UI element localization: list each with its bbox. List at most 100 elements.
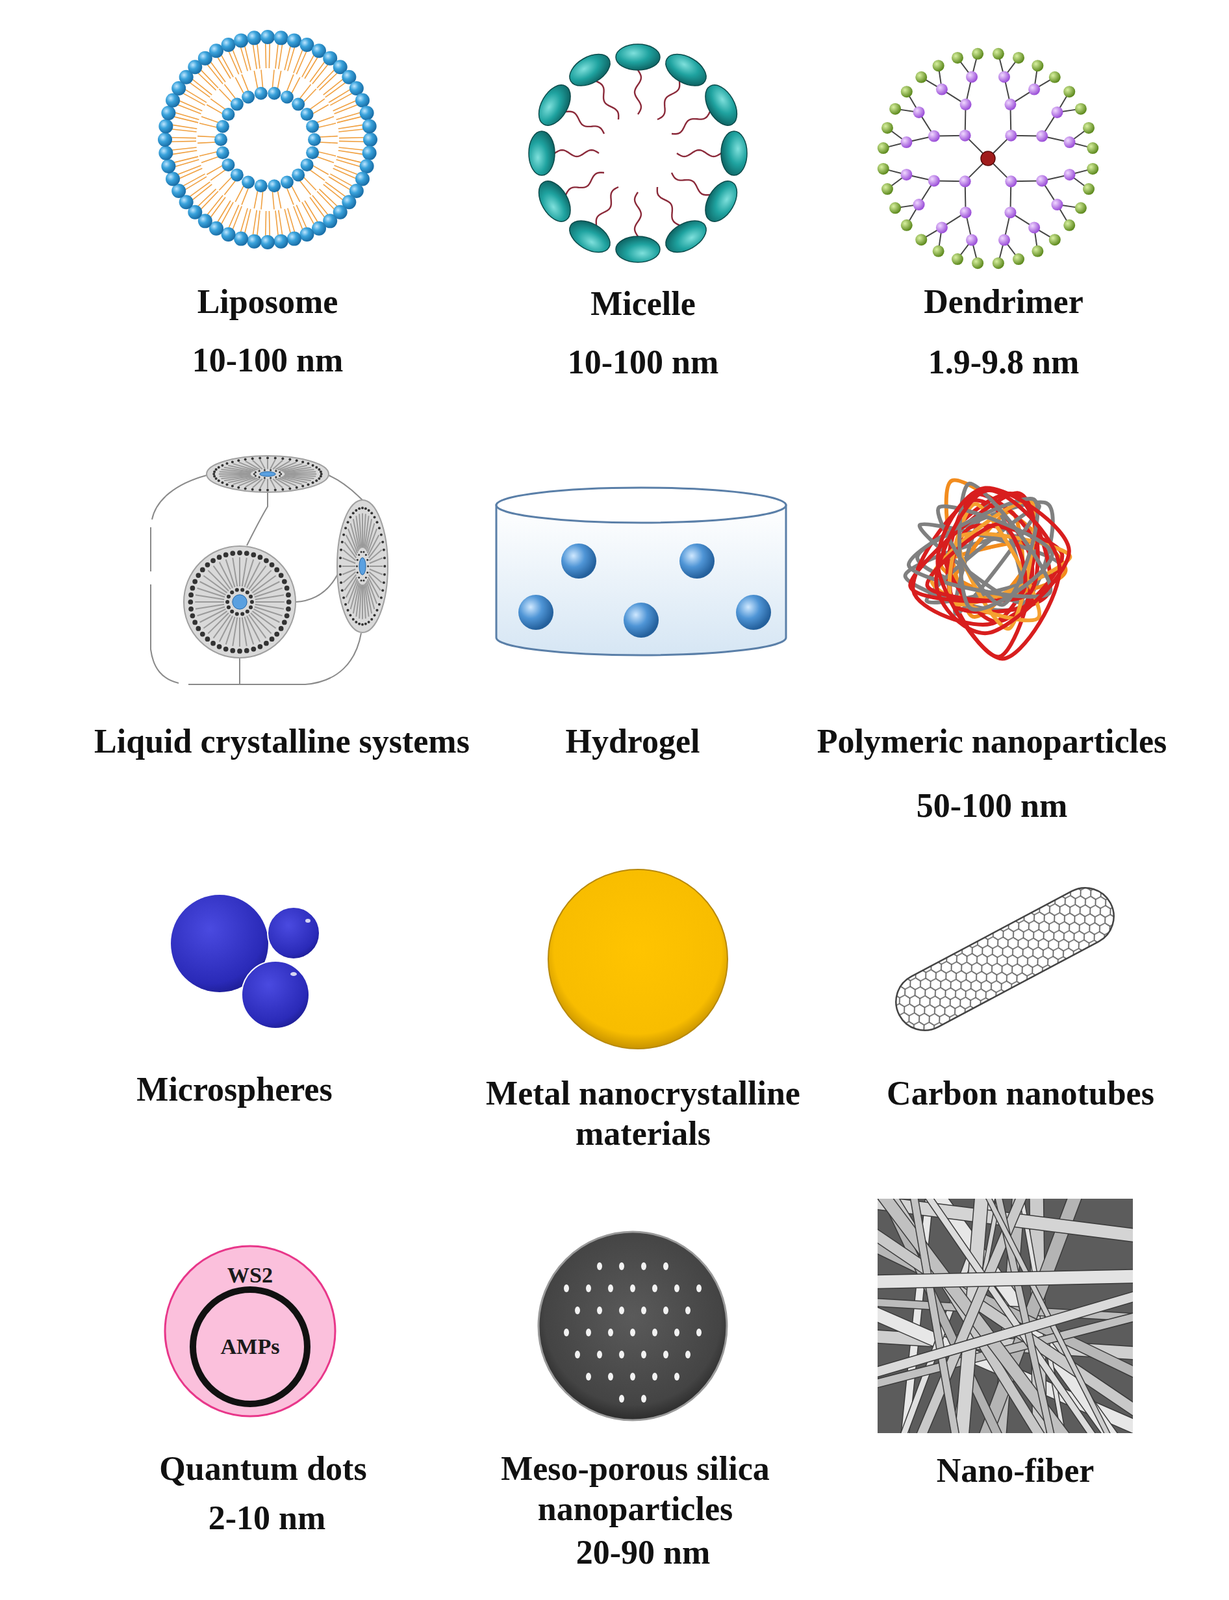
lipid-head [221, 37, 236, 52]
fiber-edge [877, 1295, 1133, 1374]
lipid-tail [200, 69, 219, 89]
lipid-tail [170, 140, 197, 143]
lipid-head [246, 30, 262, 45]
lipid-head [287, 33, 302, 48]
lipid-head [274, 234, 289, 249]
terminal-group [1031, 245, 1044, 258]
lc-head [200, 632, 206, 638]
polymer-figure [904, 480, 1070, 659]
item-label: 20-90 nm [576, 1533, 711, 1574]
branch-node [936, 83, 948, 96]
terminal-group [1086, 163, 1099, 175]
lc-chain [284, 471, 316, 473]
lc-head [253, 473, 256, 476]
pore [619, 1262, 625, 1271]
lc-head [339, 556, 342, 560]
pore [619, 1351, 625, 1359]
fiber [985, 1199, 1111, 1434]
lc-chain [342, 565, 356, 568]
lipid-tail [235, 77, 244, 94]
lipid-tail [278, 210, 283, 237]
fiber [877, 1295, 1133, 1374]
terminal-group [932, 59, 945, 72]
lc-head [339, 573, 342, 577]
lc-head [278, 572, 284, 579]
lipid-tail [278, 43, 283, 70]
terminal-group [1049, 71, 1061, 84]
lc-head [381, 589, 384, 592]
terminal-group [971, 48, 984, 60]
lipid-tail [336, 159, 362, 167]
lc-head [263, 477, 266, 480]
branch-node [936, 221, 948, 234]
terminal-group [915, 71, 927, 84]
pore [619, 1395, 625, 1404]
lipid-tail [338, 147, 365, 151]
pore [652, 1329, 658, 1337]
hydrogel-top [496, 487, 786, 523]
hydrogel-figure [496, 487, 786, 656]
lipid-tail [209, 61, 226, 82]
terminal-group [1049, 233, 1061, 246]
pore [563, 1329, 570, 1337]
terminal-group [915, 233, 927, 246]
lc-head [274, 567, 280, 573]
lipid-tail [318, 152, 336, 157]
lc-head [257, 644, 264, 650]
lc-head [301, 460, 305, 464]
lc-outline [152, 475, 207, 520]
lc-head [210, 641, 216, 647]
lc-head [284, 585, 290, 592]
lipid-head [291, 168, 305, 182]
lipid-tail [275, 210, 279, 237]
lipid-tail [244, 209, 251, 235]
lipid-tail [338, 124, 365, 129]
lc-head [307, 483, 310, 486]
lipid-head [241, 90, 255, 104]
item-label: Carbon nanotubes [886, 1073, 1155, 1115]
lipid-tail [174, 112, 199, 120]
lc-head [378, 603, 381, 607]
branch-node [1036, 174, 1048, 187]
lipid-tail [312, 104, 329, 114]
lc-head [307, 462, 310, 466]
lipid-head [157, 132, 173, 147]
lipid-tail [323, 184, 344, 201]
surfactant-tail [657, 187, 680, 226]
terminal-group [1082, 122, 1095, 134]
lc-head [195, 626, 201, 632]
drug-sphere [623, 602, 659, 638]
lipid-head [230, 168, 244, 182]
lc-chain [369, 557, 383, 564]
lc-head [250, 600, 254, 605]
lipid-tail [206, 165, 223, 175]
branch-node [1064, 168, 1076, 181]
surfactant-head [564, 48, 616, 93]
branch-node [913, 106, 925, 119]
lc-head [217, 466, 221, 469]
lc-head [215, 468, 218, 471]
lipid-tail [277, 70, 281, 89]
lc-head [366, 571, 369, 574]
lc-head [367, 620, 371, 624]
lipid-tail [287, 208, 295, 234]
lipid-tail [287, 46, 295, 71]
lc-chain [361, 585, 364, 620]
item-label: 10-100 nm [192, 340, 344, 381]
branch-node [1051, 106, 1063, 119]
surfactant-tail [565, 111, 605, 134]
pore [574, 1306, 581, 1315]
lc-chain [255, 595, 284, 600]
lc-head [240, 611, 245, 616]
lc-head [339, 581, 343, 584]
lc-head [380, 596, 383, 600]
lipid-tail [172, 116, 199, 123]
lipid-tail [189, 181, 210, 198]
terminal-group [881, 183, 894, 195]
lc-head [288, 487, 292, 490]
lc-head [352, 618, 355, 621]
fibers [877, 1199, 1133, 1434]
metal-figure [548, 869, 728, 1050]
silica-particle [538, 1232, 727, 1421]
lipid-tail [210, 98, 226, 110]
